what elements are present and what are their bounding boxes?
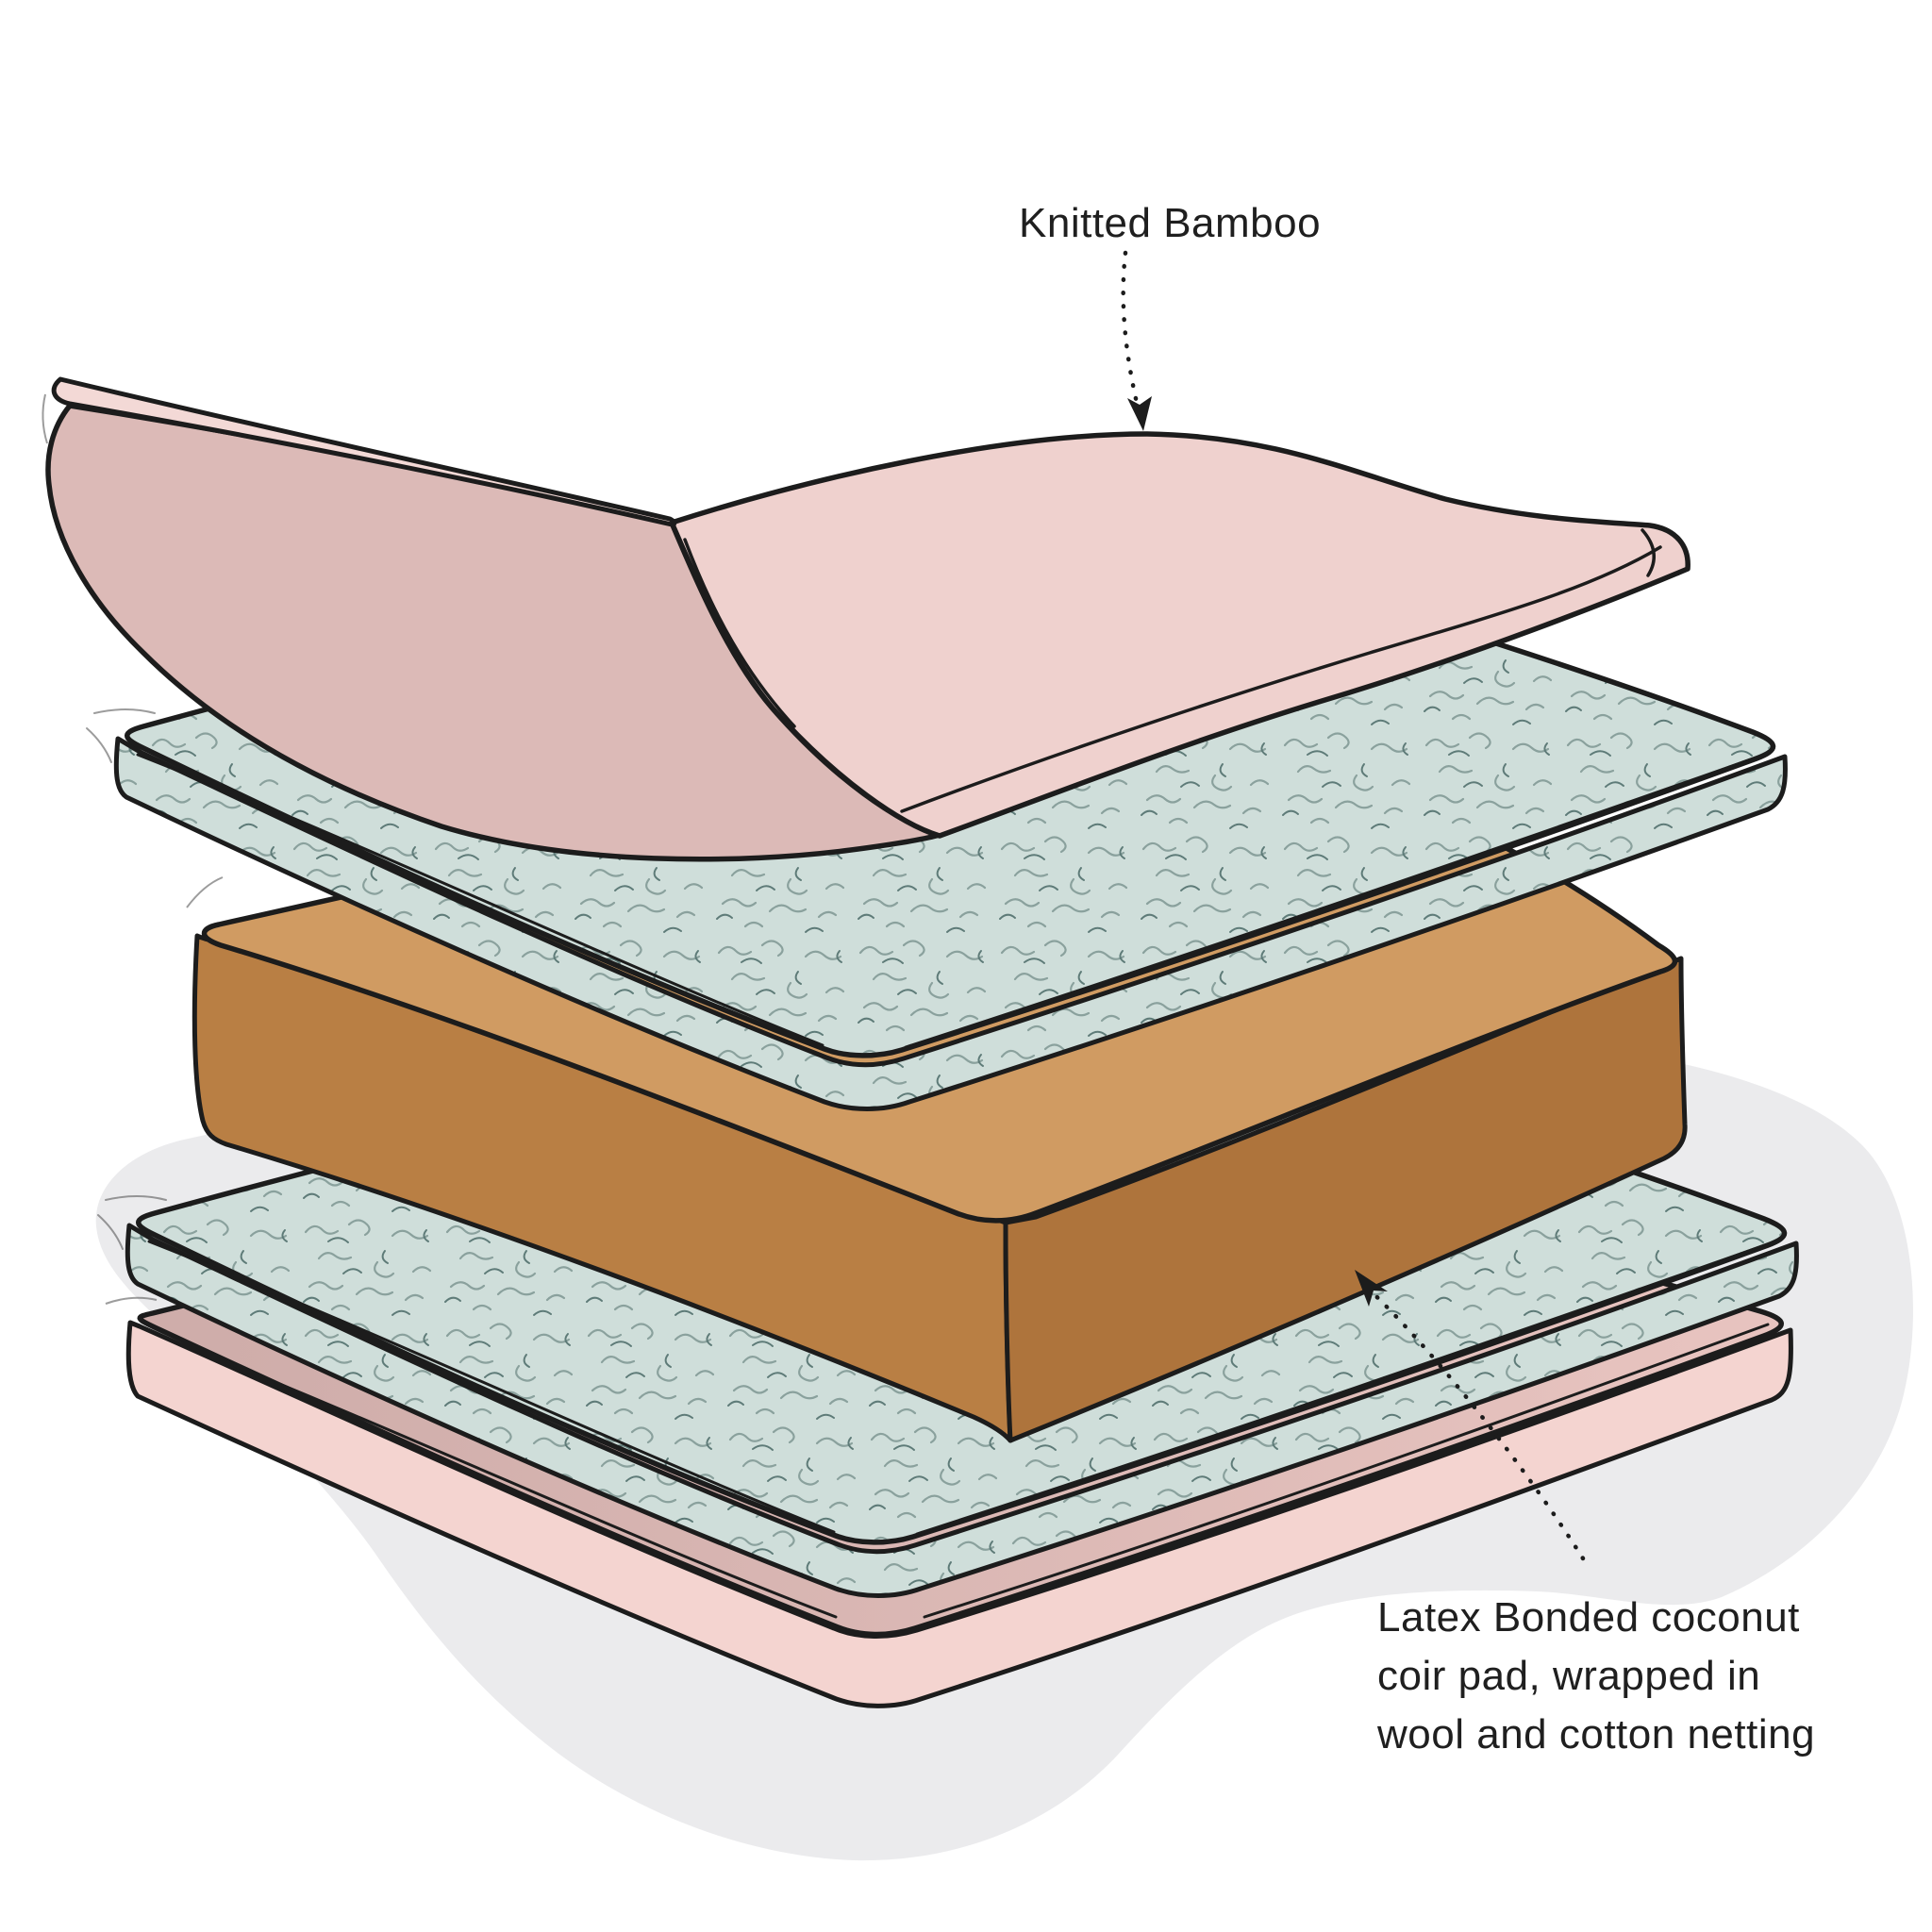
knitted-bamboo-arrowhead — [1127, 396, 1152, 431]
bamboo-roll-seam — [1641, 528, 1656, 577]
coir-arrowhead — [1355, 1270, 1388, 1307]
coir-pad-label-line3: wool and cotton netting — [1377, 1711, 1816, 1757]
base-seam-left — [149, 1330, 838, 1619]
bamboo-cover-top-face — [669, 431, 1690, 839]
coir-pad-label: Latex Bonded coconut coir pad, wrapped i… — [1377, 1589, 1815, 1764]
sketch-stray-mark — [42, 393, 48, 444]
knitted-bamboo-arrow-line — [1121, 250, 1142, 418]
coir-pad-label-line1: Latex Bonded coconut — [1377, 1594, 1800, 1641]
knitted-bamboo-cover — [42, 376, 1690, 862]
sketch-stray-mark — [186, 876, 224, 908]
knitted-bamboo-label: Knitted Bamboo — [1019, 200, 1322, 246]
bamboo-fold-crease — [683, 538, 796, 728]
base-seam-right — [923, 1323, 1770, 1619]
coir-pad-right-face — [1003, 956, 1688, 1443]
bamboo-hem-seam — [900, 545, 1662, 813]
bamboo-cover-folded-edge — [51, 376, 677, 527]
sketch-stray-mark — [105, 1296, 158, 1305]
coir-pad-label-line2: coir pad, wrapped in — [1377, 1653, 1761, 1699]
